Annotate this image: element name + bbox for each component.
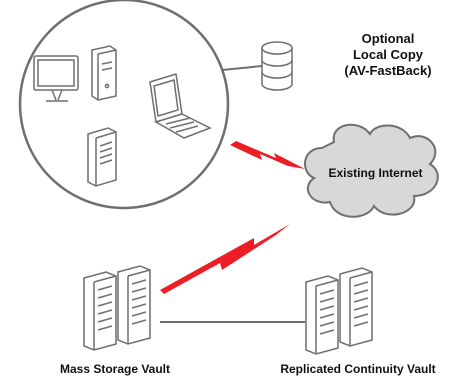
office-circle bbox=[18, 0, 230, 210]
local-copy-line1: Optional bbox=[361, 31, 415, 46]
cloud-icon bbox=[304, 123, 439, 218]
laptop-icon bbox=[149, 73, 212, 139]
database-icon bbox=[261, 41, 293, 91]
server-rack-icon bbox=[83, 265, 151, 351]
internet-label: Existing Internet bbox=[328, 166, 423, 180]
local-copy-line2: Local Copy bbox=[352, 47, 424, 62]
local-copy-label: Optional Local Copy (AV-FastBack) bbox=[318, 31, 458, 79]
link-office-to-local-copy bbox=[221, 65, 263, 71]
local-copy-line3: (AV-FastBack) bbox=[344, 63, 432, 78]
lightning-bolt-icon bbox=[160, 224, 290, 294]
replicated-continuity-vault-label: Replicated Continuity Vault bbox=[280, 362, 436, 376]
tower-pc-icon bbox=[91, 45, 117, 101]
lightning-bolt-icon bbox=[230, 141, 305, 169]
desktop-monitor-icon bbox=[33, 55, 79, 102]
mass-storage-vault-label: Mass Storage Vault bbox=[59, 362, 171, 376]
server-rack-icon bbox=[305, 267, 373, 355]
server-tower-icon bbox=[87, 127, 117, 187]
